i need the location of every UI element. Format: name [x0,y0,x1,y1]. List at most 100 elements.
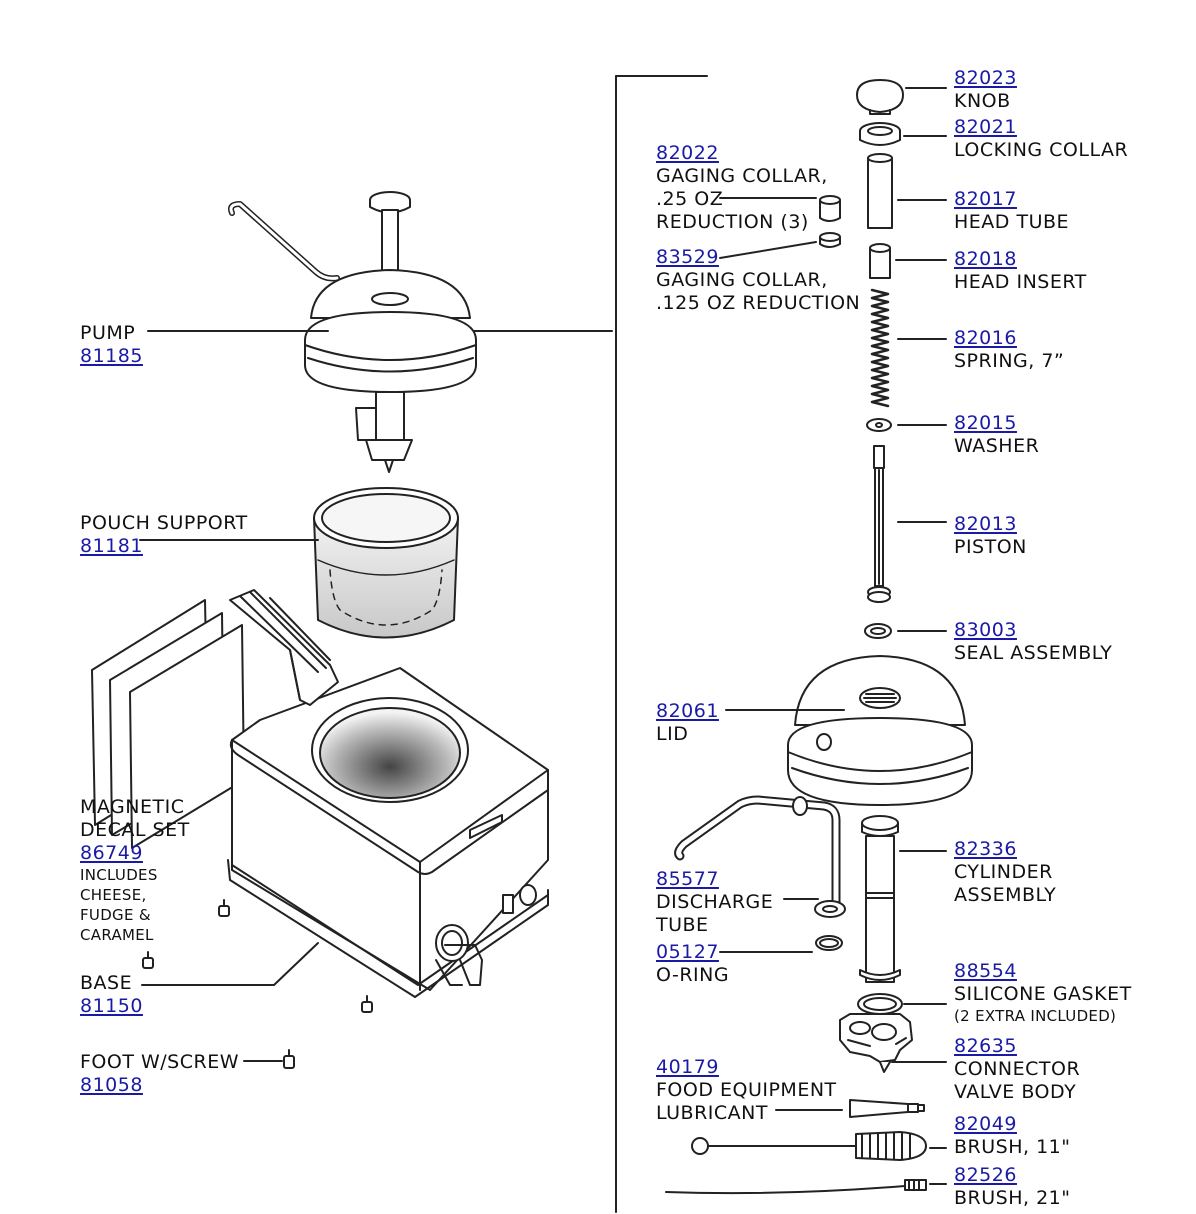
label-gaging-collar-25: 82022 GAGING COLLAR, .25 OZ REDUCTION (3… [656,142,828,234]
part-desc-head-tube: HEAD TUBE [954,211,1070,233]
part-number-silicone-gasket[interactable]: 88554 [954,960,1017,982]
label-brush-21: 82526 BRUSH, 21" [954,1164,1071,1210]
part-desc-foot: FOOT W/SCREW [80,1051,239,1073]
gaging-collar-25-drawing [819,195,841,222]
part-number-brush-11[interactable]: 82049 [954,1113,1017,1135]
part-number-magnetic-decal-set[interactable]: 86749 [80,842,143,864]
connector-valve-body-drawing [839,1013,913,1073]
knob-drawing [856,79,904,115]
label-o-ring: 05127 O-RING [656,941,729,987]
label-cylinder-assembly: 82336 CYLINDER ASSEMBLY [954,838,1056,907]
part-desc-spring: SPRING, 7” [954,350,1065,372]
part-number-knob[interactable]: 82023 [954,67,1017,89]
part-number-foot[interactable]: 81058 [80,1074,143,1096]
part-desc-lubricant-line2: LUBRICANT [656,1102,768,1124]
part-number-gaging-collar-25[interactable]: 82022 [656,142,719,164]
part-number-spring[interactable]: 82016 [954,327,1017,349]
head-insert-drawing [869,243,891,279]
label-gaging-collar-125: 83529 GAGING COLLAR, .125 OZ REDUCTION [656,246,860,315]
part-number-gaging-collar-125[interactable]: 83529 [656,246,719,268]
part-desc-piston: PISTON [954,536,1027,558]
part-number-lid[interactable]: 82061 [656,700,719,722]
foot-drawings [142,899,373,1069]
part-number-seal-assembly[interactable]: 83003 [954,619,1017,641]
part-note-magnetic-decal-line1: INCLUDES [80,866,158,884]
part-desc-gaging-collar-125-line1: GAGING COLLAR, [656,269,828,291]
discharge-tube-drawing [674,795,846,918]
part-note-silicone-gasket: (2 EXTRA INCLUDED) [954,1007,1117,1025]
part-number-locking-collar[interactable]: 82021 [954,116,1017,138]
bracket-line [469,75,708,1213]
label-head-insert: 82018 HEAD INSERT [954,248,1087,294]
label-silicone-gasket: 88554 SILICONE GASKET (2 EXTRA INCLUDED) [954,960,1132,1026]
part-desc-magnetic-decal-line2: DECAL SET [80,819,190,841]
pump-drawing [228,191,477,473]
label-base: BASE 81150 [80,972,143,1018]
part-desc-pouch-support: POUCH SUPPORT [80,512,248,534]
part-desc-washer: WASHER [954,435,1040,457]
foot-4 [283,1049,295,1069]
lid-drawing [787,655,973,806]
magnetic-decal-drawing [91,599,245,849]
part-number-base[interactable]: 81150 [80,995,143,1017]
piston-drawing [867,445,891,603]
part-number-washer[interactable]: 82015 [954,412,1017,434]
label-head-tube: 82017 HEAD TUBE [954,188,1069,234]
part-desc-gaging-collar-25-line1: GAGING COLLAR, [656,165,828,187]
part-desc-gaging-collar-125-line2: .125 OZ REDUCTION [656,292,861,314]
part-desc-lid: LID [656,723,689,745]
label-discharge-tube: 85577 DISCHARGE TUBE [656,868,773,937]
part-number-discharge-tube[interactable]: 85577 [656,868,719,890]
part-number-connector-valve-body[interactable]: 82635 [954,1035,1017,1057]
part-note-magnetic-decal-line4: CARAMEL [80,926,154,944]
part-number-piston[interactable]: 82013 [954,513,1017,535]
lubricant-drawing [849,1099,925,1118]
silicone-gasket-drawing [857,993,903,1015]
base-drawing [227,589,549,998]
part-number-o-ring[interactable]: 05127 [656,941,719,963]
part-desc-silicone-gasket: SILICONE GASKET [954,983,1132,1005]
part-desc-discharge-tube-line2: TUBE [656,914,709,936]
foot-3 [361,995,373,1013]
left-leader-lines [139,330,329,1062]
part-number-pouch-support[interactable]: 81181 [80,535,143,557]
label-knob: 82023 KNOB [954,67,1017,113]
o-ring-drawing [815,935,843,951]
part-number-brush-21[interactable]: 82526 [954,1164,1017,1186]
label-lubricant: 40179 FOOD EQUIPMENT LUBRICANT [656,1056,837,1125]
part-number-head-insert[interactable]: 82018 [954,248,1017,270]
part-desc-knob: KNOB [954,90,1011,112]
part-desc-brush-21: BRUSH, 21" [954,1187,1071,1209]
part-desc-cylinder-assembly-line1: CYLINDER [954,861,1053,883]
foot-2 [142,951,154,969]
part-number-head-tube[interactable]: 82017 [954,188,1017,210]
label-piston: 82013 PISTON [954,513,1027,559]
label-washer: 82015 WASHER [954,412,1039,458]
part-number-cylinder-assembly[interactable]: 82336 [954,838,1017,860]
part-desc-pump: PUMP [80,322,136,344]
part-desc-gaging-collar-25-line2: .25 OZ [656,188,724,210]
label-pump: PUMP 81185 [80,322,143,368]
cylinder-assembly-drawing [859,815,901,983]
part-note-magnetic-decal-line3: FUDGE & [80,906,151,924]
part-note-magnetic-decal-line2: CHEESE, [80,886,147,904]
label-magnetic-decal-set: MAGNETIC DECAL SET 86749 INCLUDES CHEESE… [80,796,190,945]
brush-21-drawing [665,1179,927,1195]
part-desc-discharge-tube-line1: DISCHARGE [656,891,774,913]
part-desc-cylinder-assembly-line2: ASSEMBLY [954,884,1057,906]
foot-1 [218,899,230,917]
part-desc-magnetic-decal-line1: MAGNETIC [80,796,185,818]
part-number-lubricant[interactable]: 40179 [656,1056,719,1078]
label-brush-11: 82049 BRUSH, 11" [954,1113,1071,1159]
part-desc-o-ring: O-RING [656,964,730,986]
part-desc-brush-11: BRUSH, 11" [954,1136,1071,1158]
part-number-pump[interactable]: 81185 [80,345,143,367]
part-desc-connector-valve-body-line1: CONNECTOR [954,1058,1081,1080]
label-connector-valve-body: 82635 CONNECTOR VALVE BODY [954,1035,1080,1104]
label-foot: FOOT W/SCREW 81058 [80,1051,239,1097]
washer-drawing [866,418,892,432]
right-leader-lines [719,87,947,1185]
brush-11-drawing [691,1131,927,1161]
part-desc-gaging-collar-25-line3: REDUCTION (3) [656,211,809,233]
